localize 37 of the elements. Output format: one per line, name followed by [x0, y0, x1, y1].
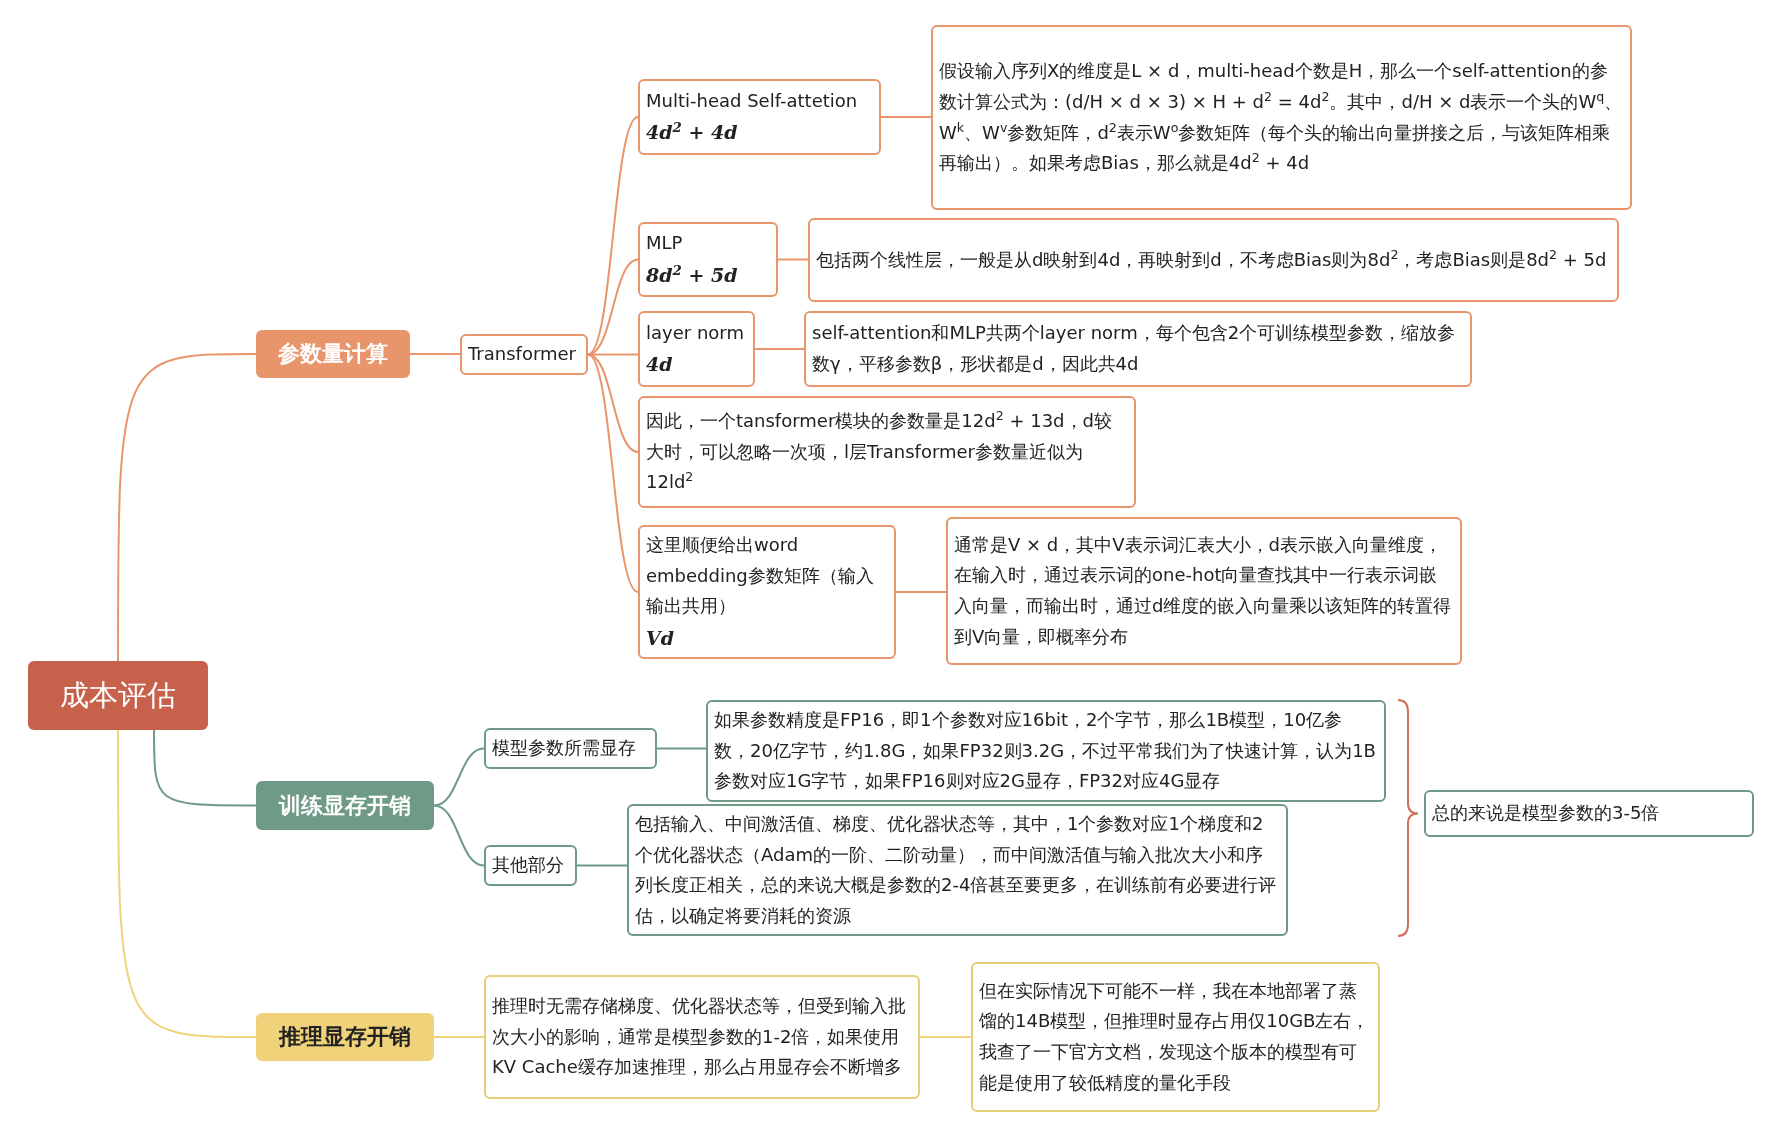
topic-box: 包括输入、中间激活值、梯度、优化器状态等，其中，1个参数对应1个梯度和2个优化器状态（Adam的一阶、二阶动量），而中间激活值与输入批次大小和序列长度正相关，总的来说大概是参数的2-4倍甚至要更多，在训练前有必要进行评估，以确定将要消耗的资源 [627, 804, 1288, 937]
branch-line [656, 747, 707, 750]
central-topic: 成本评估 [28, 661, 208, 730]
topic-box: Multi-head Self-attetion 4d$^{2}$ + 4d [638, 79, 881, 155]
branch-line [433, 804, 485, 867]
branch-line [433, 747, 485, 807]
branch-line [754, 348, 805, 350]
topic-box: 因此，一个tansformer模块的参数量是12d$^{2}$ + 13d，d较大时，可以忽略一次项，l层Transformer参数量近似为12ld$^{2}$ [638, 396, 1136, 508]
branch-line [895, 591, 947, 593]
topic-box: 如果参数精度是FP16，即1个参数对应16bit，2个字节，那么1B模型，10亿参数，20亿字节，约1.8G，如果FP32则3.2G，不过平常我们为了快速计算，认为1B参数对应1G字节，如果FP16则对应2G显存，FP32对应4G显存 [706, 700, 1386, 802]
topic-box: 推理时无需存储梯度、优化器状态等，但受到输入批次大小的影响，通常是模型参数的1-2倍，如果使用KV Cache缓存加速推理，那么占用显存会不断增多 [484, 975, 920, 1099]
branch-line [576, 864, 628, 867]
topic-box: 包括两个线性层，一般是从d映射到4d，再映射到d，不考虑Bias则为8d$^{2}$，考虑Bias则是8d$^{2}$ + 5d [808, 218, 1619, 302]
topic-box: 其他部分 [484, 845, 577, 886]
branch-topic: 训练显存开销 [256, 781, 434, 830]
topic-box: 但在实际情况下可能不一样，我在本地部署了蒸馏的14B模型，但推理时显存占用仅10GB左右，我查了一下官方文档，发现这个版本的模型有可能是使用了较低精度的量化手段 [971, 962, 1380, 1112]
topic-box: Transformer [460, 334, 588, 375]
topic-box: MLP 8d$^{2}$ + 5d [638, 222, 778, 297]
branch-line [433, 1036, 485, 1038]
topic-box: 通常是V × d，其中V表示词汇表大小，d表示嵌入向量维度，在输入时，通过表示词的one-hot向量查找其中一行表示词嵌入向量，而输出时，通过d维度的嵌入向量乘以该矩阵的转置得到V向量，即概率分布 [946, 517, 1462, 665]
topic-box: layer norm 4d [638, 311, 755, 387]
topic-box: self-attention和MLP共两个layer norm，每个包含2个可训练模型参数，缩放参数γ，平移参数β，形状都是d，因此共4d [804, 311, 1472, 387]
topic-box: 假设输入序列X的维度是L × d，multi-head个数是H，那么一个self-attention的参数计算公式为：(d/H × d × 3) × H + d$^{2}$ = 4d$^{2}$。其中，d/H × d表示一个头的W$^{q}$、W$^{k}$、W$^{v}$参数矩阵，d$^{2}$表示W$^{o}$参数矩阵（每个头的输出向量拼接之后，与该矩阵相乘再输出）。如果考虑Bias，那么就是4d$^{2}$ + 4d [931, 25, 1632, 210]
branch-topic: 推理显存开销 [256, 1013, 434, 1061]
topic-box: 总的来说是模型参数的3-5倍 [1424, 790, 1754, 837]
branch-line [919, 1036, 972, 1038]
branch-line [117, 353, 257, 662]
topic-box: 这里顺便给出word embedding参数矩阵（输入输出共用） Vd [638, 525, 896, 660]
branch-line [777, 258, 809, 261]
branch-line [587, 116, 639, 356]
branch-line [117, 729, 257, 1038]
branch-line [880, 116, 932, 118]
topic-box: 模型参数所需显存 [484, 728, 657, 769]
branch-line [153, 729, 257, 807]
branch-line [587, 353, 639, 593]
branch-line [409, 353, 461, 355]
branch-topic: 参数量计算 [256, 330, 410, 378]
